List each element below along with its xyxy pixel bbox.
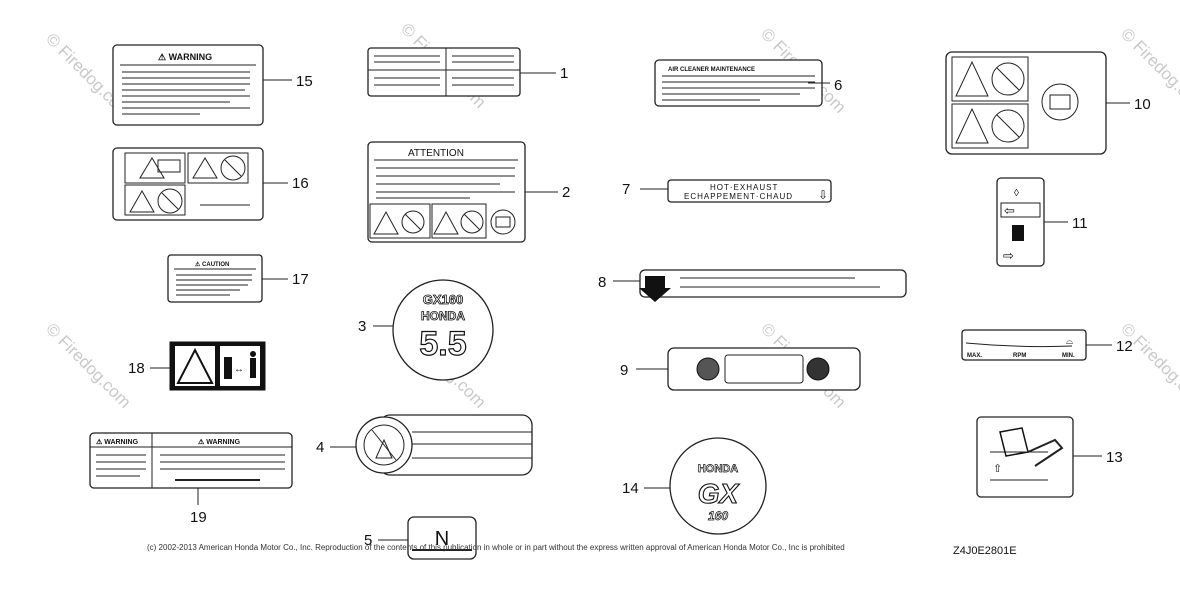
decal-15-heading: ⚠ WARNING bbox=[158, 52, 212, 62]
decal-15-warning-label[interactable]: ⚠ WARNING 15 bbox=[112, 44, 313, 126]
watermark-text: © Firedog.com bbox=[42, 319, 134, 411]
warning-triangle-icon bbox=[955, 60, 989, 97]
decal-6-heading: AIR CLEANER MAINTENANCE bbox=[668, 67, 755, 73]
prohibition-icon bbox=[401, 210, 425, 234]
callout-1[interactable]: 1 bbox=[560, 65, 568, 82]
prohibition-icon bbox=[157, 188, 183, 214]
callout-6[interactable]: 6 bbox=[834, 77, 842, 94]
callout-14[interactable]: 14 bbox=[622, 480, 639, 497]
manual-book-icon bbox=[157, 159, 181, 173]
warning-triangle-icon bbox=[433, 210, 459, 235]
indicator-dot-icon bbox=[806, 357, 830, 381]
emblem-14-model: GX bbox=[698, 478, 741, 509]
throttle-max: MAX. bbox=[967, 353, 982, 359]
callout-11[interactable]: 11 bbox=[1072, 215, 1088, 232]
decal-19-dual-warning-label[interactable]: ⚠ WARNING ⚠ WARNING 19 bbox=[89, 432, 293, 526]
fuel-valve-icon: ◊ bbox=[1014, 188, 1019, 199]
decal-14-honda-gx160-emblem[interactable]: HONDA GX 160 14 bbox=[622, 437, 767, 535]
decal-1-maintenance-label[interactable]: 1 bbox=[367, 47, 568, 97]
callout-9[interactable]: 9 bbox=[620, 362, 628, 379]
arrow-down-icon bbox=[639, 276, 671, 302]
callout-2[interactable]: 2 bbox=[562, 184, 570, 201]
callout-17[interactable]: 17 bbox=[292, 271, 309, 288]
hazard-triangle-icon bbox=[176, 347, 214, 384]
warning-triangle-icon bbox=[955, 107, 989, 144]
callout-10[interactable]: 10 bbox=[1134, 96, 1151, 113]
prohibition-icon bbox=[460, 210, 484, 234]
oil-alert-icon bbox=[363, 424, 405, 466]
callout-19[interactable]: 19 bbox=[190, 509, 207, 526]
emblem-3-brand: HONDA bbox=[421, 309, 465, 323]
decal-18-safety-distance-label[interactable]: ↔ 18 bbox=[128, 341, 266, 391]
decal-8-arrow-strip[interactable]: 8 bbox=[598, 269, 907, 302]
decal-5-text: N bbox=[435, 528, 449, 550]
callout-4[interactable]: 4 bbox=[316, 439, 324, 456]
warning-triangle-icon bbox=[373, 210, 399, 235]
decal-4-oil-alert-label[interactable]: 4 bbox=[316, 414, 533, 476]
copyright-notice: (c) 2002-2013 American Honda Motor Co., … bbox=[147, 543, 845, 552]
prohibition-icon bbox=[220, 155, 246, 181]
emblem-14-displacement: 160 bbox=[708, 509, 728, 523]
decal-3-gx160-emblem[interactable]: GX160 HONDA 5.5 3 bbox=[358, 279, 494, 381]
decal-2-attention-label[interactable]: ATTENTION 2 bbox=[367, 141, 570, 243]
decal-10-pictogram-label[interactable]: 10 bbox=[945, 51, 1151, 155]
decal-19-heading-left: ⚠ WARNING bbox=[96, 438, 139, 446]
decal-9-indicator-strip[interactable]: 9 bbox=[620, 347, 861, 391]
decal-19-heading-right: ⚠ WARNING bbox=[198, 438, 241, 446]
callout-8[interactable]: 8 bbox=[598, 274, 606, 291]
indicator-dot-icon bbox=[696, 357, 720, 381]
decal-12-throttle-label[interactable]: ⌓ MAX. RPM MIN. 12 bbox=[961, 329, 1133, 361]
decal-17-heading: ⚠ CAUTION bbox=[195, 261, 229, 268]
watermark-text: © Firedog.com bbox=[1117, 319, 1180, 411]
decal-7-hot-exhaust-label[interactable]: HOT·EXHAUST ECHAPPEMENT·CHAUD ⇩ 7 bbox=[622, 179, 832, 203]
manual-book-icon bbox=[1041, 83, 1079, 121]
decal-13-oil-fill-label[interactable]: ⇧ 13 bbox=[976, 416, 1123, 498]
arrow-left-icon: ⇦ bbox=[1004, 203, 1015, 218]
distance-arrow-icon: ↔ bbox=[234, 364, 244, 375]
arrow-right-icon: ⇨ bbox=[1003, 248, 1014, 263]
decal-2-heading: ATTENTION bbox=[408, 148, 464, 159]
emblem-14-brand: HONDA bbox=[698, 463, 738, 475]
prohibition-icon bbox=[991, 109, 1025, 143]
diagram-code: Z4J0E2801E bbox=[953, 545, 1017, 557]
callout-18[interactable]: 18 bbox=[128, 360, 145, 377]
decal-5-n-label[interactable]: N 5 bbox=[364, 516, 477, 560]
engine-icon bbox=[224, 357, 232, 379]
manual-book-icon bbox=[490, 209, 516, 235]
throttle-rpm: RPM bbox=[1013, 353, 1026, 359]
callout-13[interactable]: 13 bbox=[1106, 449, 1123, 466]
callout-7[interactable]: 7 bbox=[622, 181, 630, 198]
decal-7-line1: HOT·EXHAUST bbox=[710, 183, 778, 192]
callout-12[interactable]: 12 bbox=[1116, 338, 1133, 355]
warning-triangle-icon bbox=[129, 189, 155, 213]
callout-16[interactable]: 16 bbox=[292, 175, 309, 192]
callout-5[interactable]: 5 bbox=[364, 532, 372, 549]
decal-16-pictogram-label[interactable]: 16 bbox=[112, 147, 309, 221]
emblem-3-rating: 5.5 bbox=[419, 325, 466, 363]
callout-15[interactable]: 15 bbox=[296, 73, 313, 90]
arrow-down-icon: ⇩ bbox=[818, 188, 828, 202]
fuel-pump-icon bbox=[1012, 225, 1024, 241]
turtle-icon: ⌓ bbox=[1066, 336, 1073, 346]
throttle-min: MIN. bbox=[1062, 353, 1075, 359]
arrow-up-icon: ⇧ bbox=[993, 463, 1002, 475]
decal-17-caution-label[interactable]: ⚠ CAUTION 17 bbox=[167, 254, 309, 303]
emblem-3-model: GX160 bbox=[423, 292, 463, 307]
person-icon bbox=[250, 351, 256, 357]
callout-3[interactable]: 3 bbox=[358, 318, 366, 335]
decal-6-air-cleaner-label[interactable]: AIR CLEANER MAINTENANCE 6 bbox=[654, 59, 842, 107]
decal-7-line2: ECHAPPEMENT·CHAUD bbox=[684, 192, 793, 201]
decal-11-fuel-valve-label[interactable]: ◊ ⇦ ⇨ 11 bbox=[996, 177, 1088, 267]
prohibition-icon bbox=[991, 62, 1025, 96]
warning-triangle-icon bbox=[192, 157, 218, 179]
